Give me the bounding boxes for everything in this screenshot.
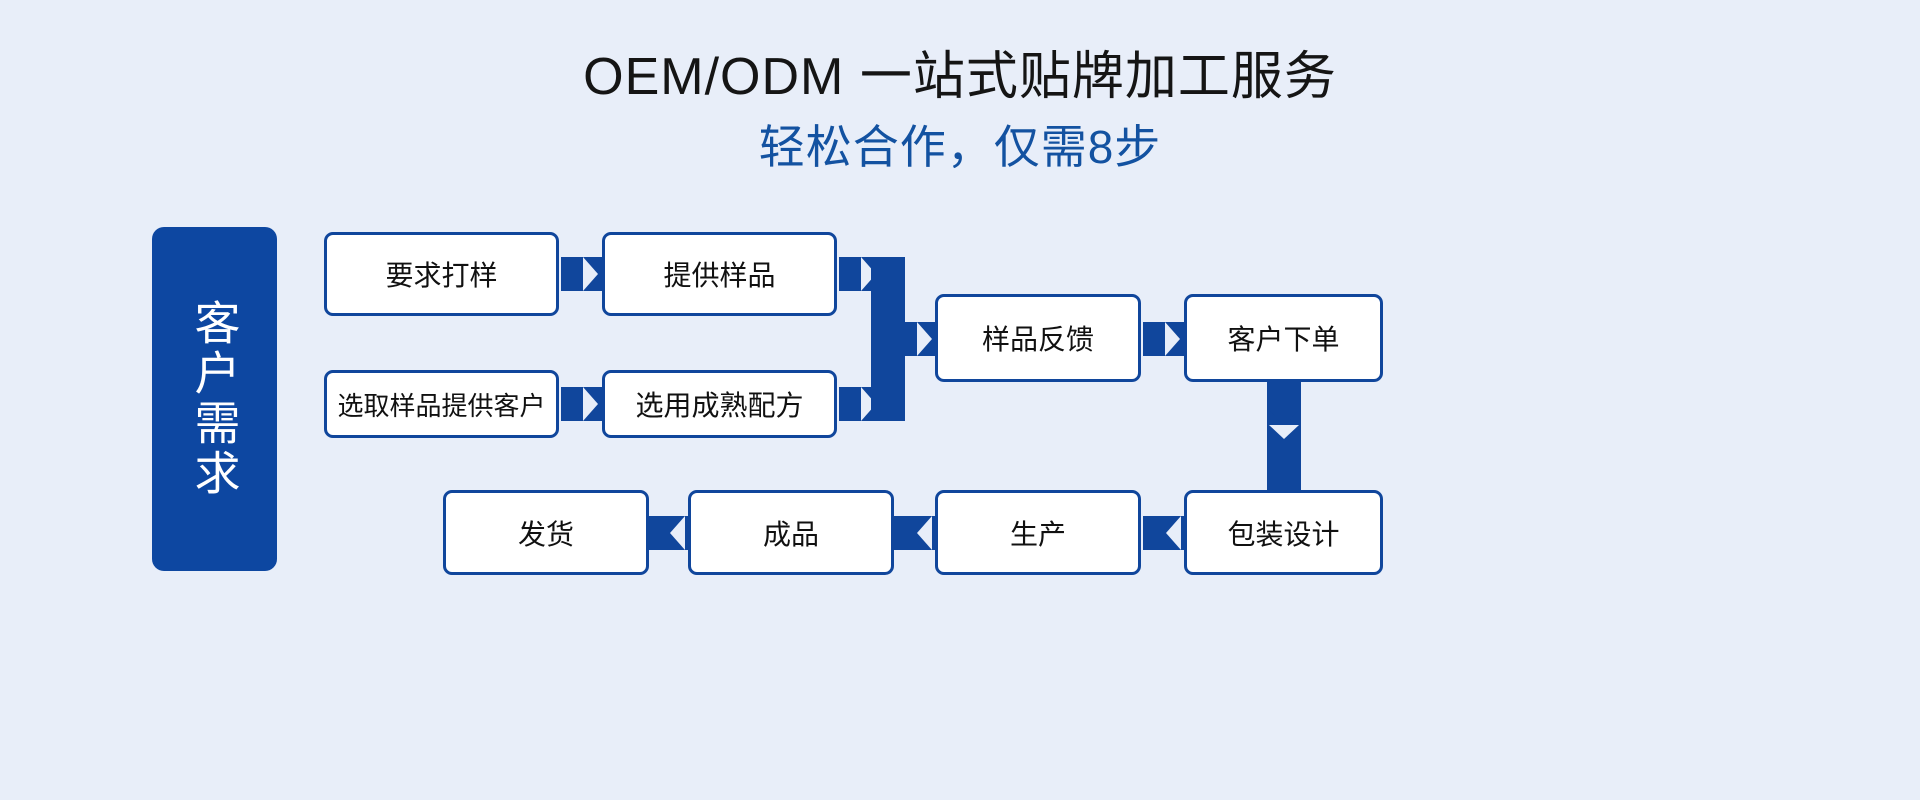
chevron-right-icon-5 xyxy=(900,322,918,356)
flow-node-customer-order[interactable]: 客户下单 xyxy=(1184,294,1383,382)
flow-node-sample-feedback[interactable]: 样品反馈 xyxy=(935,294,1141,382)
customer-requirement-panel: 客户需求 xyxy=(152,227,277,571)
chevron-left-icon-3 xyxy=(652,516,670,550)
flow-node-mature-formula[interactable]: 选用成熟配方 xyxy=(602,370,837,438)
chevron-right-icon-4 xyxy=(844,387,862,421)
chevron-right-icon-2 xyxy=(566,387,584,421)
chevron-right-icon-6 xyxy=(1148,322,1166,356)
chevron-left-icon-1 xyxy=(1148,516,1166,550)
flow-node-provide-sample[interactable]: 提供样品 xyxy=(602,232,837,316)
chevron-notch-10 xyxy=(670,516,685,550)
chevron-left-icon-2 xyxy=(899,516,917,550)
chevron-notch-6 xyxy=(1165,322,1180,356)
chevron-notch-7 xyxy=(1269,425,1299,439)
flow-node-select-sample-for-customer[interactable]: 选取样品提供客户 xyxy=(324,370,559,438)
chevron-notch-9 xyxy=(917,516,932,550)
chevron-right-icon-3 xyxy=(844,257,862,291)
chevron-down-icon-1 xyxy=(1269,410,1299,426)
side-panel-label: 客户需求 xyxy=(188,299,241,499)
flow-node-shipping[interactable]: 发货 xyxy=(443,490,649,575)
chevron-right-icon-1 xyxy=(566,257,584,291)
chevron-notch-2 xyxy=(583,387,598,421)
chevron-notch-1 xyxy=(583,257,598,291)
flow-node-production[interactable]: 生产 xyxy=(935,490,1141,575)
chevron-notch-8 xyxy=(1166,516,1181,550)
flow-node-packaging-design[interactable]: 包装设计 xyxy=(1184,490,1383,575)
chevron-notch-5 xyxy=(917,322,932,356)
flow-node-finished-product[interactable]: 成品 xyxy=(688,490,894,575)
page-title: OEM/ODM 一站式贴牌加工服务 xyxy=(583,48,1337,106)
flow-node-request-sample[interactable]: 要求打样 xyxy=(324,232,559,316)
page-subtitle: 轻松合作，仅需8步 xyxy=(758,121,1162,173)
